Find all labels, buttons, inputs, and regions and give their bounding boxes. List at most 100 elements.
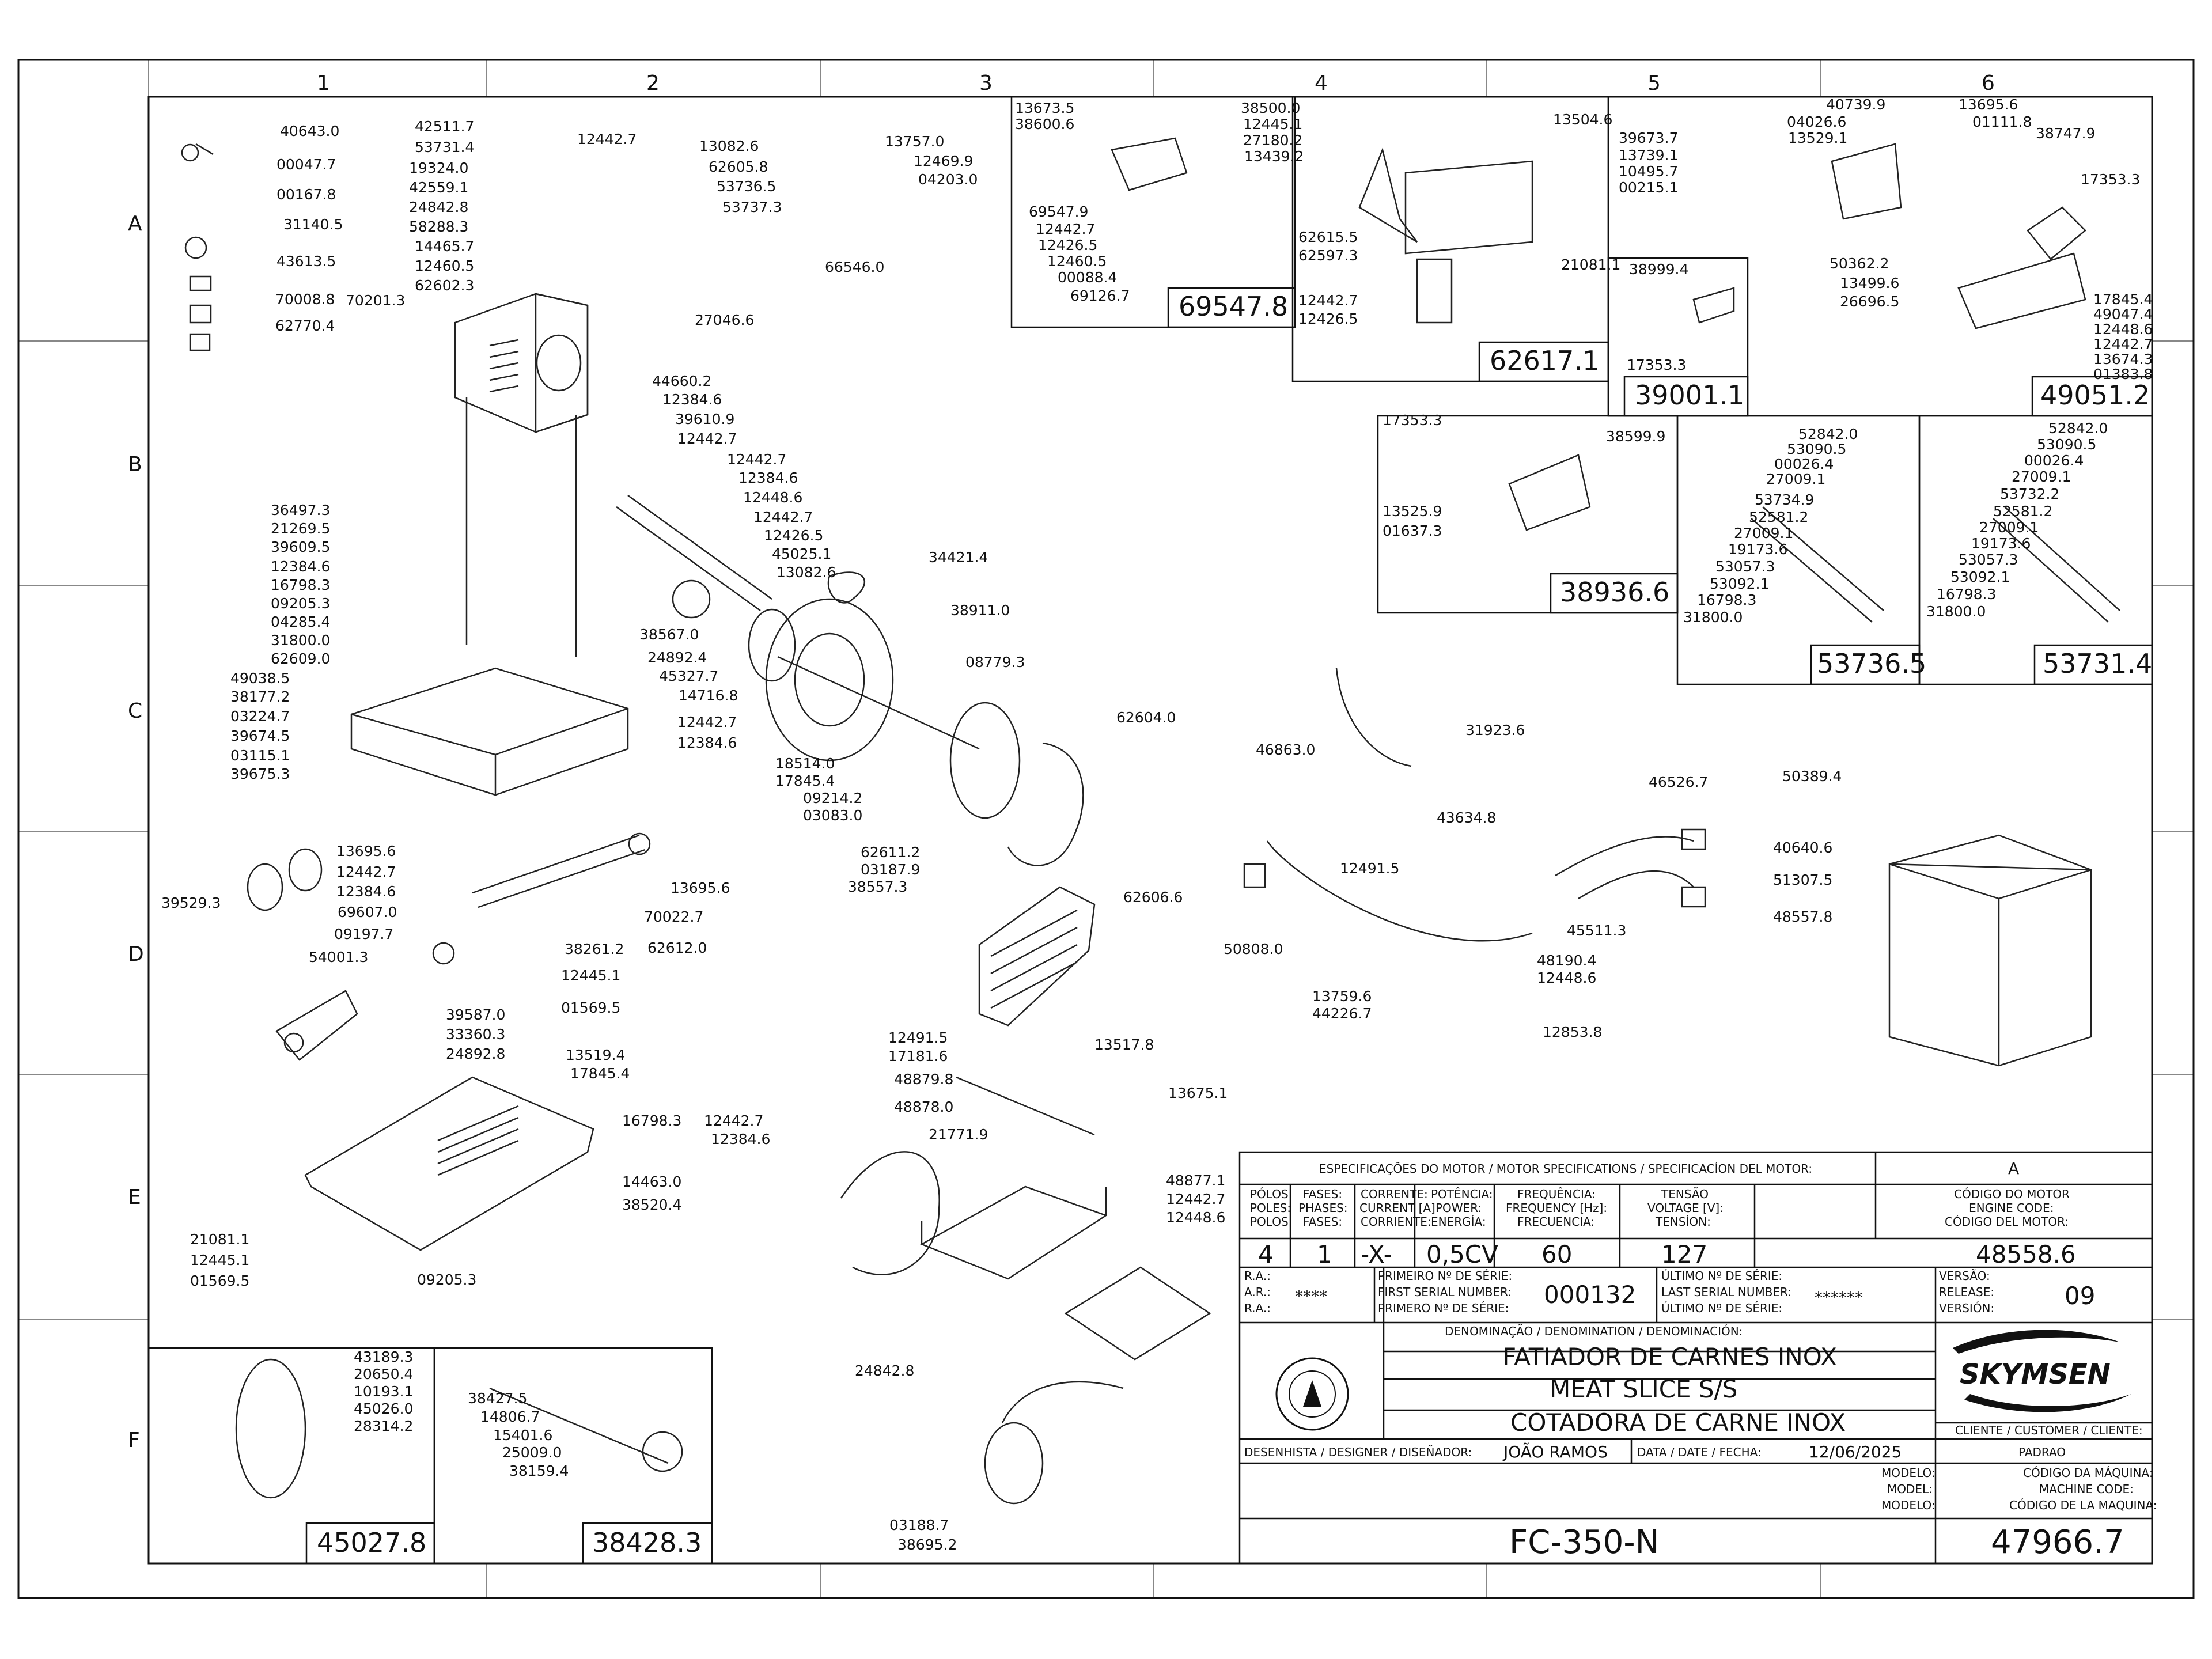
callout-13499-6: 13499.6 <box>1840 275 1899 291</box>
callout-01569-5-b: 01569.5 <box>190 1272 249 1289</box>
callout-03224-7: 03224.7 <box>230 708 290 725</box>
power-label-en: POWER: <box>1435 1201 1482 1215</box>
callout-13082-6-a: 13082.6 <box>699 138 759 154</box>
date-label: DATA / DATE / FECHA: <box>1637 1445 1762 1459</box>
callout-43613-5: 43613.5 <box>276 253 336 270</box>
callout-01383-8: 01383.8 <box>2093 366 2153 382</box>
model-label-pt: MODELO: <box>1881 1466 1936 1480</box>
callout-48557-8: 48557.8 <box>1773 908 1832 925</box>
callout-12445-1-b: 12445.1 <box>561 967 620 984</box>
voltage-value: 127 <box>1661 1240 1707 1268</box>
engine-code-label-es: CÓDIGO DEL MOTOR: <box>1945 1215 2069 1229</box>
power-label-pt: POTÊNCIA: <box>1431 1187 1493 1201</box>
callout-13695-6-c: 13695.6 <box>671 880 730 896</box>
machine-code-label-en: MACHINE CODE: <box>2039 1482 2134 1496</box>
callout-51307-5: 51307.5 <box>1773 872 1832 888</box>
callout-17353-3-c: 17353.3 <box>1382 412 1442 429</box>
callout-43189-3: 43189.3 <box>354 1349 413 1365</box>
grid-col-5: 5 <box>1647 71 1661 95</box>
callout-62605-8: 62605.8 <box>709 158 768 175</box>
callout-50389-4: 50389.4 <box>1782 768 1842 785</box>
callout-24892-8: 24892.8 <box>446 1046 505 1062</box>
callout-12491-5-b: 12491.5 <box>1340 860 1399 877</box>
callout-40739-9: 40739.9 <box>1826 96 1885 113</box>
callout-39610-9: 39610.9 <box>675 411 734 427</box>
voltage-label-pt: TENSÃO <box>1661 1187 1709 1201</box>
ra-label-3: R.A.: <box>1244 1301 1271 1315</box>
callout-09214-2: 09214.2 <box>803 790 862 806</box>
callout-50808-0: 50808.0 <box>1224 941 1283 957</box>
callout-18514-0: 18514.0 <box>775 755 835 772</box>
grid-col-1: 1 <box>317 71 330 95</box>
callout-12442-7-f: 12442.7 <box>727 451 786 468</box>
callout-12445-1-c: 12445.1 <box>190 1252 249 1268</box>
phases-label-pt: FASES: <box>1303 1187 1342 1201</box>
callout-53090-5-b: 53090.5 <box>2037 436 2096 453</box>
callout-46526-7: 46526.7 <box>1649 774 1708 790</box>
ra-label-1: R.A.: <box>1244 1269 1271 1283</box>
callout-70008-8: 70008.8 <box>275 291 335 308</box>
callout-27180-2: 27180.2 <box>1243 132 1302 149</box>
callout-66546-0: 66546.0 <box>825 259 884 275</box>
freq-label-es: FRECUENCIA: <box>1517 1215 1594 1229</box>
callout-31800-0-c: 31800.0 <box>271 632 330 649</box>
callout-52842-0-a: 52842.0 <box>1798 426 1858 442</box>
callout-49047-4: 49047.4 <box>2093 306 2153 323</box>
callout-09205-3-b: 09205.3 <box>417 1271 476 1288</box>
callout-38747-9: 38747.9 <box>2036 125 2095 142</box>
title-block <box>1238 1151 2153 1565</box>
callout-03083-0: 03083.0 <box>803 807 862 824</box>
callout-12448-6-b: 12448.6 <box>743 489 802 506</box>
callout-00088-4: 00088.4 <box>1058 269 1117 286</box>
callout-00047-7: 00047.7 <box>276 156 336 173</box>
denomination-label: DENOMINAÇÃO / DENOMINATION / DENOMINACIÓ… <box>1445 1324 1743 1338</box>
callout-69547-9: 69547.9 <box>1029 203 1088 220</box>
machine-code-value: 47966.7 <box>1991 1524 2124 1561</box>
grid-col-4: 4 <box>1315 71 1328 95</box>
callout-42559-1: 42559.1 <box>409 179 468 196</box>
callout-12442-7-a: 12442.7 <box>577 131 637 147</box>
current-label-pt: CORRENTE: <box>1361 1187 1428 1201</box>
callout-49038-5: 49038.5 <box>230 670 290 687</box>
callout-09205-3-a: 09205.3 <box>271 595 330 612</box>
callout-12442-7-d: 12442.7 <box>2093 336 2153 353</box>
callout-21081-1-a: 21081.1 <box>1561 256 1620 273</box>
version-value: 09 <box>2065 1282 2095 1310</box>
first-serial-label-en: FIRST SERIAL NUMBER: <box>1378 1285 1512 1299</box>
callout-16798-3-a: 16798.3 <box>1697 592 1756 608</box>
poles-label-en: POLES: <box>1250 1201 1291 1215</box>
callout-62609-0: 62609.0 <box>271 650 330 667</box>
callout-52581-2-b: 52581.2 <box>1993 503 2052 520</box>
callout-01637-3: 01637.3 <box>1382 522 1442 539</box>
callout-36497-3: 36497.3 <box>271 502 330 518</box>
ra-label-2: A.R.: <box>1244 1285 1271 1299</box>
callout-24842-8: 24842.8 <box>409 199 468 215</box>
callout-20650-4: 20650.4 <box>354 1366 413 1382</box>
current-label-es: CORRIENTE: <box>1361 1215 1431 1229</box>
callout-38520-4: 38520.4 <box>622 1196 681 1213</box>
grid-col-6: 6 <box>1982 71 1995 95</box>
callout-19324-0: 19324.0 <box>409 160 468 176</box>
callout-38557-3: 38557.3 <box>848 878 907 895</box>
last-serial-label-es: ÚLTIMO Nº DE SÉRIE: <box>1661 1301 1782 1315</box>
brand-swoosh-icon <box>1953 1330 2120 1354</box>
callout-17353-3-b: 17353.3 <box>2081 171 2140 188</box>
callout-31923-6: 31923.6 <box>1465 722 1525 738</box>
callout-13517-8: 13517.8 <box>1094 1036 1154 1053</box>
service-seal-icon <box>1275 1357 1349 1431</box>
callout-58288-3: 58288.3 <box>409 218 468 235</box>
subassembly-number: 39001.1 <box>1635 380 1744 411</box>
designer-value: JOÃO RAMOS <box>1502 1442 1608 1461</box>
callout-39674-5: 39674.5 <box>230 728 290 744</box>
callout-17353-3-a: 17353.3 <box>1627 357 1686 373</box>
last-serial-label-pt: ÚLTIMO Nº DE SÉRIE: <box>1661 1269 1782 1283</box>
voltage-label-en: VOLTAGE [V]: <box>1647 1201 1724 1215</box>
callout-12442-7-e: 12442.7 <box>677 430 737 447</box>
callout-17845-4-b: 17845.4 <box>775 772 835 789</box>
grid-row-d: D <box>128 942 144 966</box>
callout-53736-5: 53736.5 <box>717 178 776 195</box>
callout-44226-7: 44226.7 <box>1312 1005 1372 1022</box>
callout-39675-3: 39675.3 <box>230 766 290 782</box>
callout-12460-5: 12460.5 <box>415 257 474 274</box>
